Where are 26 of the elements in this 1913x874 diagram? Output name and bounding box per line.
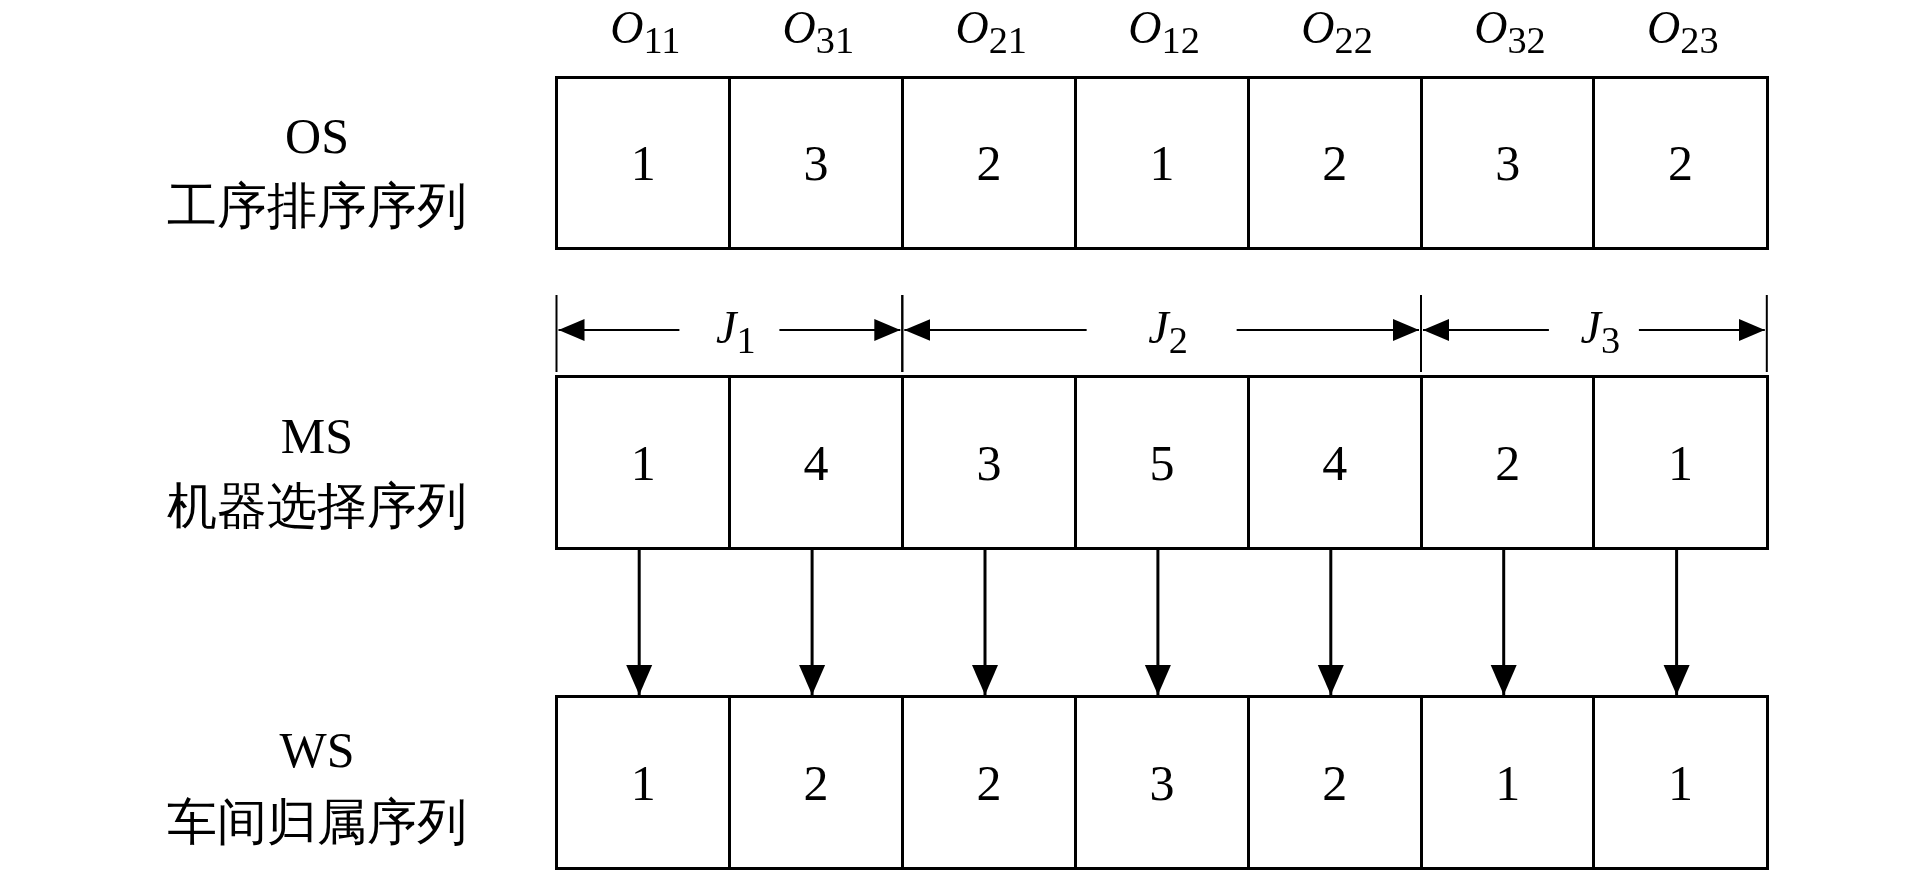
operation-label: O$_{23}$ [1647,4,1719,60]
row-label: MS [280,411,354,461]
arrow [1663,550,1690,695]
arrow [1490,550,1517,695]
arrow [1144,550,1171,695]
job-label: J$_{3}$ [1580,304,1621,360]
job-label: J$_{2}$ [1148,304,1188,360]
sequence-cell: 2 [1592,76,1769,250]
arrow [1317,550,1344,695]
operation-label: O$_{12}$ [1128,4,1200,60]
operation-label: O$_{21}$ [955,4,1028,60]
row-label: 机器选择序列 [167,481,467,531]
arrow [972,550,998,695]
arrow [799,550,826,695]
sequence-cell: 1 [1592,695,1769,870]
row-label: 工序排序序列 [167,181,467,231]
operation-label: O$_{32}$ [1474,4,1546,60]
row-label: 车间归属序列 [167,797,467,847]
row-label: OS [285,111,349,161]
operation-label: O$_{31}$ [782,4,855,60]
row-label: WS [279,725,355,775]
operation-label: O$_{22}$ [1301,4,1373,60]
operation-label: O$_{11}$ [610,4,681,60]
sequence-cell: 1 [1592,375,1769,550]
job-label: J$_{1}$ [716,304,756,360]
arrow [626,550,653,695]
